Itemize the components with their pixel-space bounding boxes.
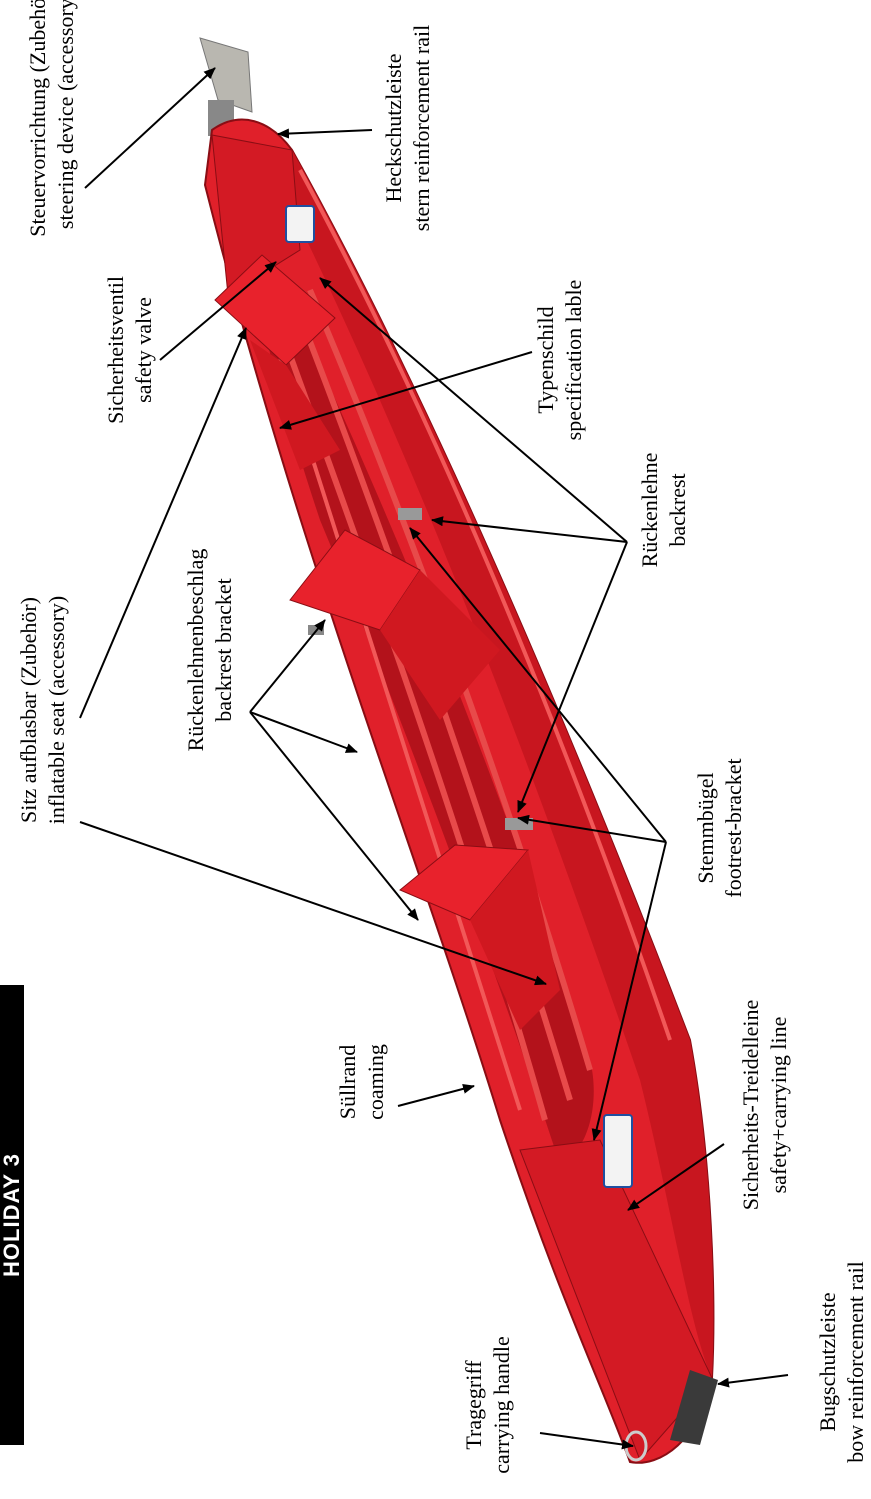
coaming-arrow — [398, 1086, 474, 1106]
steering-device-label: Steuervorrichtung (Zubehör)steering devi… — [24, 0, 80, 237]
safety-line-arrow — [628, 1144, 724, 1210]
inflatable-seat-label: Sitz aufblasbar (Zubehör)inflatable seat… — [15, 596, 71, 824]
bracket-arrow-1 — [250, 620, 325, 712]
safety-valve-arrow — [160, 262, 276, 360]
footrest-arrow-1 — [410, 528, 666, 842]
spec-label-arrow — [280, 352, 532, 428]
backrest-arrow-3 — [518, 542, 627, 812]
footrest-arrow-2 — [518, 818, 666, 842]
stern-rail-arrow — [278, 130, 372, 134]
bow-rail-arrow — [718, 1375, 788, 1384]
seat-arrow-2 — [80, 822, 546, 984]
side-tab-label: HOLIDAY 3 — [0, 1153, 25, 1277]
steering-arrow — [85, 68, 215, 188]
backrest-arrow-2 — [432, 520, 627, 542]
footrest-arrow-3 — [594, 842, 666, 1140]
handle-arrow — [540, 1433, 633, 1446]
